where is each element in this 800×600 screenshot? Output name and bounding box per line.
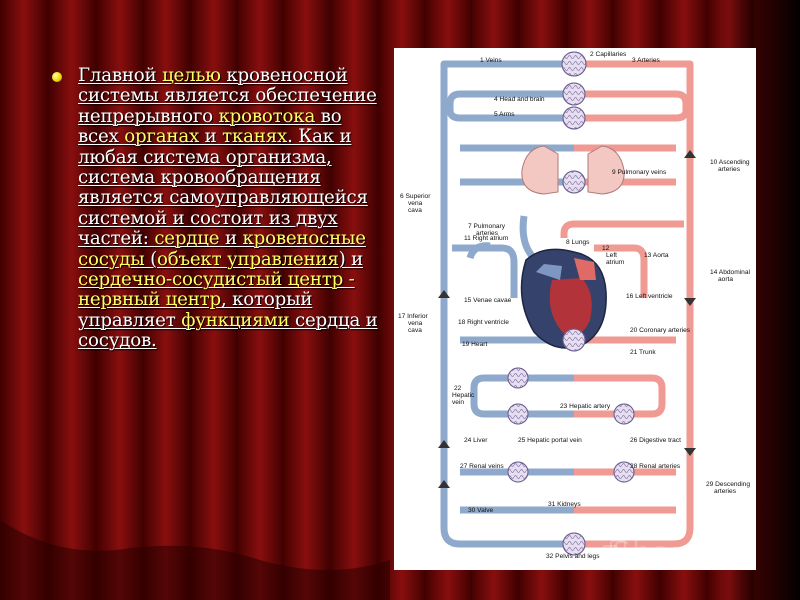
flow-arrows bbox=[438, 150, 696, 488]
diagram-label: 5 Arms bbox=[494, 111, 515, 118]
highlight-term: кровеносные сосуды bbox=[78, 228, 366, 270]
text-segment: . Как и любая система организма, система… bbox=[78, 126, 368, 250]
diagram-label: 20 Coronary arteries bbox=[630, 327, 691, 334]
text-segment: ( bbox=[144, 248, 157, 270]
diagram-label: 22 bbox=[454, 385, 462, 392]
highlight-term: сердце bbox=[154, 228, 220, 250]
diagram-label: cava bbox=[408, 207, 422, 214]
text-segment: кровеносной системы является обеспечение… bbox=[78, 65, 377, 127]
lungs-icon bbox=[521, 145, 625, 195]
shared-logo-icon bbox=[602, 540, 626, 565]
diagram-label: 19 Heart bbox=[462, 341, 487, 348]
highlight-term: кровотока bbox=[218, 105, 316, 127]
diagram-label: 9 Pulmonary veins bbox=[612, 169, 667, 176]
highlight-term: органах bbox=[124, 126, 200, 148]
diagram-label: 3 Arteries bbox=[632, 57, 661, 64]
diagram-label: 11 Right atrium bbox=[464, 235, 509, 242]
diagram-label: cava bbox=[408, 327, 422, 334]
diagram-label: 4 Head and brain bbox=[494, 96, 545, 103]
highlight-term: функциями bbox=[181, 309, 290, 331]
highlight-term: сердечно-сосудистый центр - нервный цент… bbox=[78, 269, 355, 311]
text-segment: Главной bbox=[78, 65, 163, 86]
diagram-label: Left bbox=[606, 252, 617, 259]
diagram-label: 1 Veins bbox=[480, 57, 502, 64]
diagram-label: 14 Abdominal bbox=[710, 269, 750, 276]
diagram-label: 12 bbox=[602, 245, 610, 252]
diagram-label: 28 Renal arteries bbox=[630, 463, 681, 470]
diagram-label: 18 Right ventricle bbox=[458, 319, 509, 326]
diagram-label: 21 Trunk bbox=[630, 349, 656, 356]
diagram-label: 10 Ascending bbox=[710, 159, 750, 166]
diagram-label: arteries bbox=[714, 488, 737, 495]
diagram-label: 25 Hepatic portal vein bbox=[518, 437, 582, 444]
text-segment: и bbox=[219, 228, 243, 250]
diagram-label: 29 Descending bbox=[706, 481, 750, 488]
diagram-label: 17 Inferior bbox=[398, 313, 428, 320]
diagram-label: Hepatic bbox=[452, 392, 475, 399]
heart-icon bbox=[520, 248, 607, 349]
diagram-label: 31 Kidneys bbox=[548, 501, 581, 508]
shared-watermark: Shared bbox=[612, 536, 724, 571]
text-segment: , который управляет bbox=[78, 289, 313, 331]
diagram-label: vena bbox=[408, 200, 423, 207]
text-segment: и bbox=[199, 126, 223, 148]
diagram-label: 30 Valve bbox=[468, 507, 494, 514]
diagram-label: 26 Digestive tract bbox=[630, 437, 681, 444]
diagram-label: atrium bbox=[606, 259, 625, 266]
diagram-label: 13 Aorta bbox=[644, 252, 669, 259]
diagram-label: 27 Renal veins bbox=[460, 463, 504, 470]
diagram-label: 16 Left ventricle bbox=[626, 293, 673, 300]
text-segment: сердца и сосудов. bbox=[78, 309, 378, 352]
diagram-label: 7 Pulmonary bbox=[468, 223, 506, 230]
highlight-term: целью bbox=[162, 65, 221, 86]
bullet-icon bbox=[52, 72, 62, 82]
diagram-label: 6 Superior bbox=[400, 193, 431, 200]
circulatory-diagram: 1 Veins 2 Capillaries 3 Arteries 4 Head and… bbox=[394, 48, 756, 570]
diagram-label: 24 Liver bbox=[464, 437, 488, 444]
diagram-label: 15 Venae cavae bbox=[464, 297, 512, 304]
capillary-beds bbox=[507, 51, 635, 556]
diagram-label: 32 Pelvis and legs bbox=[546, 553, 600, 560]
text-segment: ) и bbox=[338, 248, 364, 270]
text-segment: во всех bbox=[78, 105, 342, 148]
artery-network bbox=[560, 60, 694, 548]
text-block: Главной целью кровеносной системы являет… bbox=[52, 65, 382, 352]
diagram-label: vein bbox=[452, 399, 464, 406]
diagram-label: 8 Lungs bbox=[566, 239, 590, 246]
diagram-labels: 1 Veins 2 Capillaries 3 Arteries 4 Head and… bbox=[398, 51, 750, 560]
diagram-label: arteries bbox=[718, 166, 741, 173]
diagram-label: arteries bbox=[476, 230, 499, 237]
diagram-label: aorta bbox=[718, 276, 733, 283]
highlight-term: тканях bbox=[222, 126, 288, 148]
diagram-label: 23 Hepatic artery bbox=[560, 403, 611, 410]
diagram-label: 2 Capillaries bbox=[590, 51, 627, 58]
highlight-term: объект управления bbox=[156, 248, 339, 270]
diagram-label: vena bbox=[408, 320, 423, 327]
main-paragraph: Главной целью кровеносной системы являет… bbox=[78, 65, 382, 352]
